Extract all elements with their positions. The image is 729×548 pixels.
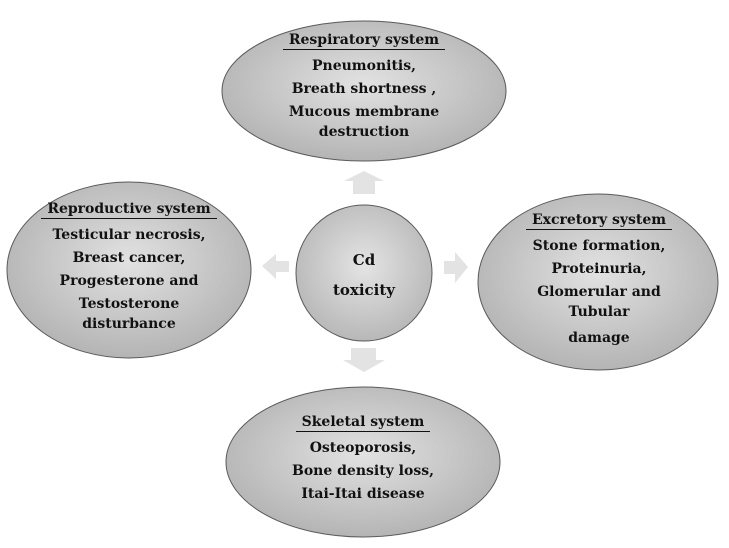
excretory-title: Excretory system	[525, 212, 673, 230]
center-line: Cd	[352, 251, 376, 269]
skeletal-line: Bone density loss,	[292, 463, 434, 479]
reproductive-ellipse	[6, 181, 252, 359]
respiratory-ellipse	[221, 20, 507, 162]
reproductive-node: Reproductive system Testicular necrosis,…	[24, 199, 234, 337]
reproductive-line: Testicular necrosis,	[52, 227, 206, 243]
excretory-node: Excretory system Stone formation, Protei…	[494, 210, 704, 351]
respiratory-node: Respiratory system Pneumonitis, Breath s…	[244, 30, 484, 145]
reproductive-line: Progesterone and	[59, 273, 199, 289]
excretory-line: damage	[568, 330, 630, 346]
skeletal-ellipse	[225, 386, 501, 538]
excretory-line: Glomerular and	[537, 284, 661, 300]
skeletal-line: Itai-Itai disease	[301, 486, 425, 502]
center-line: toxicity	[332, 281, 396, 299]
reproductive-line: disturbance	[82, 316, 176, 332]
arrow-left-icon	[262, 254, 289, 279]
reproductive-line: Testosterone	[78, 296, 180, 312]
reproductive-title: Reproductive system	[41, 201, 217, 219]
respiratory-line: destruction	[318, 124, 410, 140]
skeletal-node: Skeletal system Osteoporosis, Bone densi…	[253, 412, 473, 507]
arrow-up-icon	[344, 171, 384, 194]
arrow-right-icon	[444, 252, 468, 283]
respiratory-title: Respiratory system	[282, 32, 446, 50]
center-label: Cd toxicity	[309, 250, 419, 310]
excretory-line: Proteinuria,	[551, 261, 647, 277]
reproductive-line: Breast cancer,	[72, 250, 186, 266]
center-circle	[295, 204, 433, 342]
arrow-down-icon	[343, 348, 385, 372]
excretory-line: Stone formation,	[532, 238, 666, 254]
respiratory-line: Pneumonitis,	[312, 58, 416, 74]
excretory-ellipse	[477, 193, 719, 371]
respiratory-line: Breath shortness ,	[291, 81, 437, 97]
skeletal-title: Skeletal system	[295, 414, 431, 432]
skeletal-line: Osteoporosis,	[309, 440, 417, 456]
excretory-line: Tubular	[568, 304, 630, 320]
respiratory-line: Mucous membrane	[288, 104, 440, 120]
